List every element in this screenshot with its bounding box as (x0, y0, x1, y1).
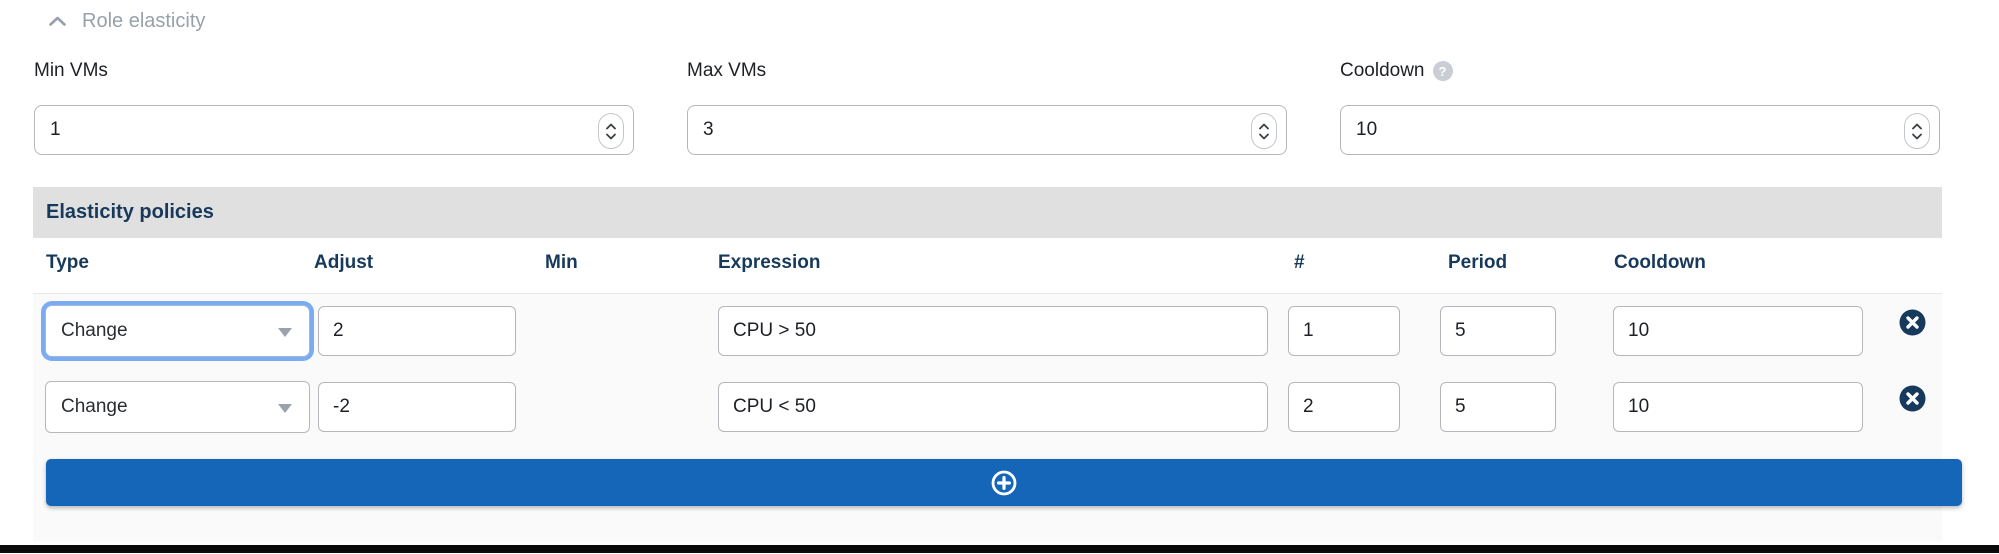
policy-row-1-count-field (1288, 306, 1400, 356)
col-header-expression: Expression (718, 252, 821, 273)
cooldown-stepper[interactable] (1904, 113, 1930, 149)
policy-row-2-expression-field (718, 382, 1268, 432)
cooldown-field (1340, 105, 1940, 155)
policy-row-2-period-input[interactable] (1441, 383, 1555, 431)
col-header-count: # (1294, 252, 1305, 273)
max-vms-stepper[interactable] (1251, 113, 1277, 149)
policy-row-1-cooldown-input[interactable] (1614, 307, 1862, 355)
max-vms-input[interactable] (688, 106, 1286, 154)
policy-row-1-expression-input[interactable] (719, 307, 1267, 355)
chevron-down-icon (278, 404, 292, 413)
policies-section-bar: Elasticity policies (33, 187, 1942, 238)
policy-row-2-delete-button[interactable] (1899, 385, 1926, 412)
policy-row-2-type-select[interactable]: Change (45, 381, 310, 433)
policy-row-2-count-field (1288, 382, 1400, 432)
policies-section-title: Elasticity policies (46, 201, 214, 223)
max-vms-label: Max VMs (687, 60, 767, 81)
min-vms-field (34, 105, 634, 155)
col-header-type: Type (46, 252, 89, 273)
x-circle-icon (1899, 309, 1926, 336)
plus-circle-icon (991, 470, 1017, 495)
policy-row-1-cooldown-field (1613, 306, 1863, 356)
section-toggle-role-elasticity[interactable]: Role elasticity (47, 10, 205, 33)
min-vms-input[interactable] (35, 106, 633, 154)
chevron-up-icon (1259, 123, 1269, 129)
chevron-up-icon (606, 123, 616, 129)
window-bottom-edge (0, 545, 1999, 553)
cooldown-label: Cooldown ? (1340, 60, 1453, 82)
min-vms-label: Min VMs (34, 60, 108, 81)
chevron-up-icon (1912, 123, 1922, 129)
col-header-adjust: Adjust (314, 252, 374, 273)
policy-row-1-expression-field (718, 306, 1268, 356)
min-vms-stepper[interactable] (598, 113, 624, 149)
policy-row-2-adjust-field (318, 382, 516, 432)
policy-row-1-adjust-input[interactable] (319, 307, 515, 355)
chevron-up-icon (47, 14, 68, 29)
policy-row-1-period-input[interactable] (1441, 307, 1555, 355)
col-header-period: Period (1448, 252, 1508, 273)
section-title: Role elasticity (82, 10, 206, 32)
policy-row-1-delete-button[interactable] (1899, 309, 1926, 336)
max-vms-field (687, 105, 1287, 155)
chevron-down-icon (278, 328, 292, 337)
col-header-cooldown: Cooldown (1614, 252, 1706, 273)
policy-row-1-period-field (1440, 306, 1556, 356)
policy-row-1-type-select[interactable]: Change (45, 305, 310, 357)
chevron-down-icon (606, 133, 616, 139)
question-circle-icon[interactable]: ? (1432, 61, 1453, 81)
col-header-min: Min (545, 252, 578, 273)
policy-row-1-adjust-field (318, 306, 516, 356)
policy-row-2-cooldown-field (1613, 382, 1863, 432)
policy-row-2-count-input[interactable] (1289, 383, 1399, 431)
add-policy-button[interactable] (46, 459, 1962, 506)
policy-row-1-count-input[interactable] (1289, 307, 1399, 355)
policy-row-2-adjust-input[interactable] (319, 383, 515, 431)
cooldown-input[interactable] (1341, 106, 1939, 154)
policy-row-2-expression-input[interactable] (719, 383, 1267, 431)
policy-row-2-period-field (1440, 382, 1556, 432)
chevron-down-icon (1912, 133, 1922, 139)
x-circle-icon (1899, 385, 1926, 412)
policy-row-2-cooldown-input[interactable] (1614, 383, 1862, 431)
chevron-down-icon (1259, 133, 1269, 139)
